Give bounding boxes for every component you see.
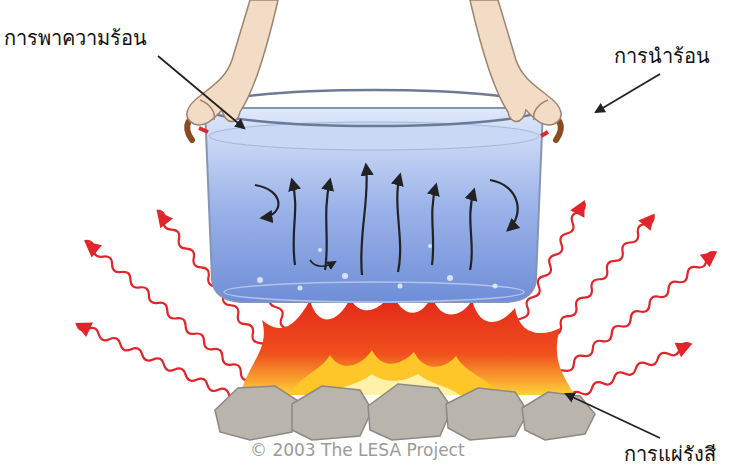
radiation-label: การแผ่รังสี [624,442,716,466]
hands [187,0,561,125]
copyright-notice: © 2003 The LESA Project [250,440,465,460]
convection-arrows [255,165,518,275]
leader-arrows [158,56,660,438]
rocks [215,384,595,440]
convection-label: การพาความร้อน [4,26,147,50]
conduction-label: การนำร้อน [614,44,710,68]
fire [240,292,575,395]
pot-of-water [187,90,561,302]
